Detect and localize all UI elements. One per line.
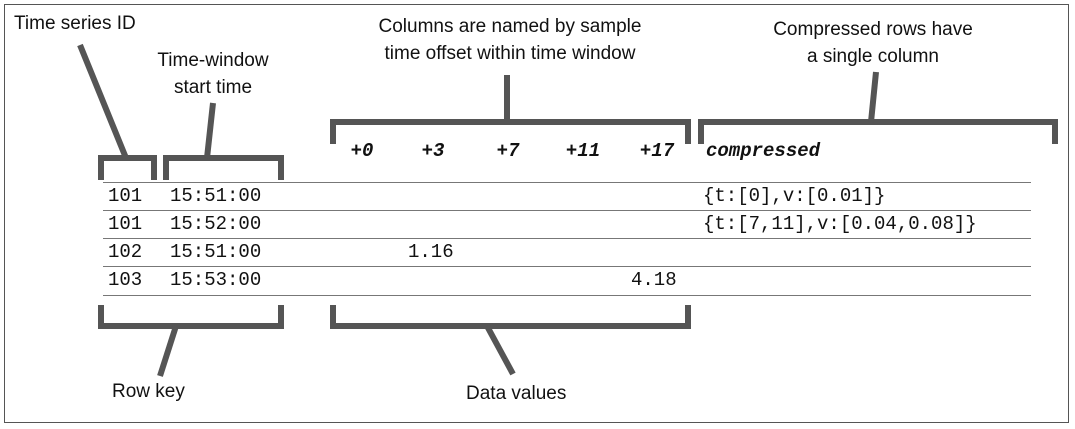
compressed-pointer [868,71,879,123]
row-key-id: 103 [108,269,143,291]
row-key-time: 15:52:00 [170,213,262,235]
row-separator [103,238,1031,239]
row-separator [103,266,1031,267]
row-key-time: 15:51:00 [170,241,262,263]
time-series-id-bracket [98,155,157,180]
time-series-id-label: Time series ID [14,13,136,34]
columns-named-label: Columns are named by sample time offset … [378,16,642,64]
compressed-cell: {t:[7,11],v:[0.04,0.08]} [703,213,977,235]
row-separator [103,182,1031,183]
row-key-id: 101 [108,185,143,207]
row-key-label: Row key [112,381,185,402]
compressed-column-header: compressed [706,140,821,162]
row-key-bracket [98,305,284,329]
column-header: +0 [350,140,374,162]
row-key-time: 15:53:00 [170,269,262,291]
compressed-bracket [698,119,1058,144]
row-separator [103,210,1031,211]
column-header: +3 [421,140,445,162]
column-header: +7 [496,140,520,162]
data-value-cell: 4.18 [631,269,677,291]
window-start-pointer [204,102,216,159]
columns-bracket [330,119,691,144]
data-values-pointer [484,324,516,376]
compressed-cell: {t:[0],v:[0.01]} [703,185,886,207]
column-header: +17 [639,140,675,162]
data-value-cell: 1.16 [408,241,454,263]
window-start-label: Time-window start time [157,50,269,98]
diagram-frame [4,4,1069,423]
row-key-time: 15:51:00 [170,185,262,207]
compressed-rows-label: Compressed rows have a single column [773,19,973,67]
time-series-id-pointer [77,43,129,160]
row-key-id: 101 [108,213,143,235]
row-key-pointer [157,325,179,377]
row-separator [103,295,1031,296]
data-values-label: Data values [466,383,567,404]
column-header: +11 [565,140,601,162]
window-start-bracket [163,155,284,180]
row-key-id: 102 [108,241,143,263]
data-values-bracket [330,305,691,329]
